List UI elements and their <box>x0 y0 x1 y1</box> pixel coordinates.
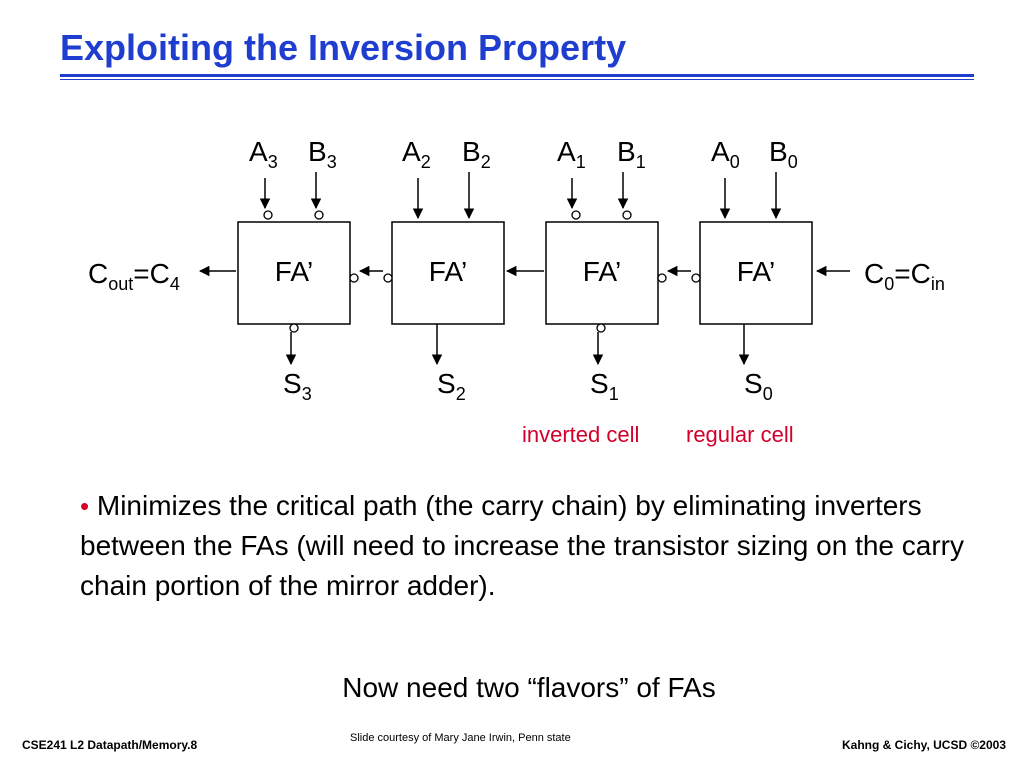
full-adder-cell-2: FA’ A2 B2 S2 <box>391 136 505 404</box>
sum-label: S3 <box>283 368 312 404</box>
title-underline-thin <box>60 79 974 80</box>
input-b-label: B3 <box>308 136 337 172</box>
regular-cell-label: regular cell <box>686 422 794 447</box>
svg-text:FA’: FA’ <box>583 256 621 287</box>
carry-chain <box>198 265 850 283</box>
svg-text:FA’: FA’ <box>275 256 313 287</box>
input-b-label: B0 <box>769 136 798 172</box>
inversion-bubble <box>314 210 324 220</box>
full-adder-cell-1: FA’ A1 B1 S1 <box>545 136 659 404</box>
inversion-bubble <box>263 210 273 220</box>
inverted-cell-label: inverted cell <box>522 422 639 447</box>
svg-text:FA’: FA’ <box>737 256 775 287</box>
input-b-label: B2 <box>462 136 491 172</box>
input-a-label: A1 <box>557 136 586 172</box>
footer-credit: Slide courtesy of Mary Jane Irwin, Penn … <box>350 732 571 744</box>
cell-label: FA’ <box>275 256 313 287</box>
cell-label: FA’ <box>737 256 775 287</box>
inversion-bubble <box>289 323 299 333</box>
full-adder-cell-0: FA’ A0 B0 S0 <box>699 136 813 404</box>
inversion-bubble <box>622 210 632 220</box>
full-adder-cell-3: FA’ A3 B3 S3 <box>237 136 351 404</box>
bullet-point: • Minimizes the critical path (the carry… <box>80 486 980 606</box>
slide-title: Exploiting the Inversion Property <box>60 27 627 68</box>
sum-label: S1 <box>590 368 619 404</box>
sum-label: S0 <box>744 368 773 404</box>
cell-label: FA’ <box>429 256 467 287</box>
inversion-bubble <box>571 210 581 220</box>
bullet-icon: • <box>80 491 90 521</box>
svg-text:FA’: FA’ <box>429 256 467 287</box>
input-a-label: A0 <box>711 136 740 172</box>
input-b-label: B1 <box>617 136 646 172</box>
sum-label: S2 <box>437 368 466 404</box>
flavors-note: Now need two “flavors” of FAs <box>342 672 716 703</box>
ripple-carry-adder-diagram: FA’ A3 B3 S3 FA’ A2 B2 S2 FA’ A1 B1 <box>88 136 945 447</box>
carry-in-label: C0=Cin <box>864 258 945 294</box>
input-a-label: A2 <box>402 136 431 172</box>
footer-copyright: Kahng & Cichy, UCSD ©2003 <box>842 738 1006 752</box>
input-a-label: A3 <box>249 136 278 172</box>
footer-course: CSE241 L2 Datapath/Memory.8 <box>22 738 198 752</box>
inversion-bubble <box>596 323 606 333</box>
bullet-text: Minimizes the critical path (the carry c… <box>80 490 964 601</box>
carry-out-label: Cout=C4 <box>88 258 180 294</box>
cell-label: FA’ <box>583 256 621 287</box>
title-underline <box>60 74 974 77</box>
